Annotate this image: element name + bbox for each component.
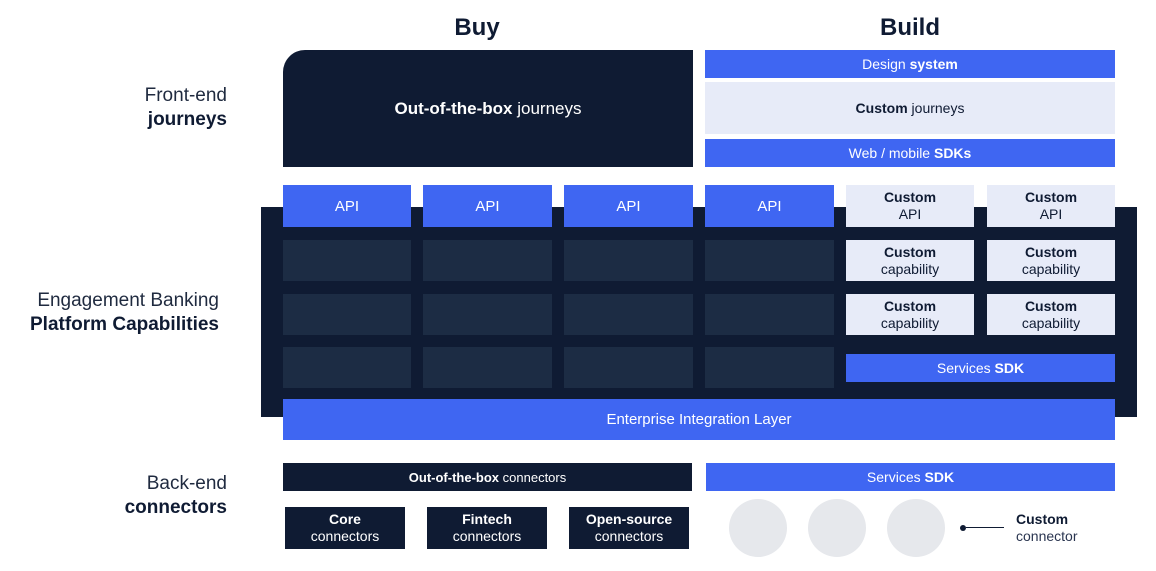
frontend-journeys-label: Front-end journeys <box>20 84 227 132</box>
capability-cell <box>564 294 693 335</box>
api-box-1: API <box>283 185 411 227</box>
custom-capability-line1: Custom <box>1024 297 1078 314</box>
backend-services-sdk-normal: Services <box>866 469 925 485</box>
api-box-3: API <box>564 185 693 227</box>
custom-journeys-bold: Custom <box>855 100 908 116</box>
buy-column-title: Buy <box>454 14 500 41</box>
platform-label-line2: Platform Capabilities <box>30 314 219 335</box>
capability-cell <box>564 240 693 281</box>
ootb-connectors-bold: Out-of-the-box <box>408 469 500 485</box>
opensource-connectors-line1: Open-source <box>585 511 673 527</box>
capability-cell <box>283 347 411 388</box>
capability-cell <box>283 240 411 281</box>
legend-dot <box>960 525 966 531</box>
web-mobile-sdks-bar: Web / mobile SDKs <box>705 139 1115 167</box>
fintech-connectors-line2: connectors <box>452 528 522 544</box>
ootb-journeys-rest: journeys <box>512 98 582 118</box>
platform-services-sdk-normal: Services <box>936 360 995 376</box>
capability-cell <box>705 347 834 388</box>
custom-api-2-line1: Custom <box>1024 189 1078 205</box>
custom-capability-line1: Custom <box>1024 243 1078 260</box>
fintech-connectors-box: Fintech connectors <box>427 507 547 549</box>
design-system-normal: Design <box>862 56 910 72</box>
legend-line <box>966 527 1004 528</box>
enterprise-integration-layer: Enterprise Integration Layer <box>283 399 1115 440</box>
capability-cell <box>423 294 552 335</box>
design-system-bar: Design system <box>705 50 1115 78</box>
custom-capability-box: Custom capability <box>846 240 974 281</box>
custom-connector-line1: Custom <box>1016 511 1069 527</box>
frontend-label-line1: Front-end <box>144 85 227 106</box>
platform-services-sdk-bold: SDK <box>994 360 1025 376</box>
opensource-connectors-box: Open-source connectors <box>569 507 689 549</box>
api-box-4: API <box>705 185 834 227</box>
fintech-connectors-line1: Fintech <box>462 511 512 527</box>
capability-cell <box>705 240 834 281</box>
ootb-connectors-bar: Out-of-the-box connectors <box>283 463 692 491</box>
custom-capability-box: Custom capability <box>987 240 1115 281</box>
custom-connector-line2: connector <box>1016 528 1078 544</box>
opensource-connectors-line2: connectors <box>594 528 664 544</box>
custom-capability-line2: capability <box>880 260 940 277</box>
custom-capability-line1: Custom <box>883 297 937 314</box>
core-connectors-box: Core connectors <box>285 507 405 549</box>
backend-services-sdk-bar: Services SDK <box>706 463 1115 491</box>
api-box-2: API <box>423 185 552 227</box>
custom-capability-line2: capability <box>880 314 940 331</box>
custom-journeys-block: Custom journeys <box>705 82 1115 134</box>
custom-api-box-2: Custom API <box>987 185 1115 227</box>
platform-capabilities-label: Engagement Banking Platform Capabilities <box>0 289 219 337</box>
custom-journeys-rest: journeys <box>907 100 965 116</box>
backend-label-line1: Back-end <box>146 473 227 494</box>
custom-api-box-1: Custom API <box>846 185 974 227</box>
backend-connectors-label: Back-end connectors <box>20 472 227 520</box>
custom-api-1-line1: Custom <box>883 189 937 205</box>
platform-label-line1: Engagement Banking <box>37 290 219 311</box>
custom-connector-circle <box>808 499 866 557</box>
capability-cell <box>705 294 834 335</box>
ootb-journeys-bold: Out-of-the-box <box>394 98 513 118</box>
capability-cell <box>423 240 552 281</box>
backend-label-line2: connectors <box>124 497 227 518</box>
ootb-journeys-block: Out-of-the-box journeys <box>283 50 693 167</box>
custom-capability-box: Custom capability <box>987 294 1115 335</box>
backend-services-sdk-bold: SDK <box>924 469 955 485</box>
custom-capability-line1: Custom <box>883 243 937 260</box>
capability-cell <box>423 347 552 388</box>
capability-cell <box>564 347 693 388</box>
platform-services-sdk-bar: Services SDK <box>846 354 1115 382</box>
custom-capability-line2: capability <box>1021 260 1081 277</box>
custom-connector-label: Custom connector <box>1016 511 1126 545</box>
web-mobile-sdks-normal: Web / mobile <box>848 145 934 161</box>
custom-connector-circle <box>887 499 945 557</box>
capability-cell <box>283 294 411 335</box>
custom-capability-line2: capability <box>1021 314 1081 331</box>
ootb-connectors-rest: connectors <box>499 469 567 485</box>
core-connectors-line2: connectors <box>310 528 380 544</box>
frontend-label-line2: journeys <box>147 109 227 130</box>
custom-capability-box: Custom capability <box>846 294 974 335</box>
web-mobile-sdks-bold: SDKs <box>933 145 972 161</box>
custom-api-1-line2: API <box>898 206 922 222</box>
custom-api-2-line2: API <box>1039 206 1063 222</box>
design-system-bold: system <box>909 56 958 72</box>
build-column-title: Build <box>880 14 940 41</box>
custom-connector-circle <box>729 499 787 557</box>
core-connectors-line1: Core <box>329 511 361 527</box>
